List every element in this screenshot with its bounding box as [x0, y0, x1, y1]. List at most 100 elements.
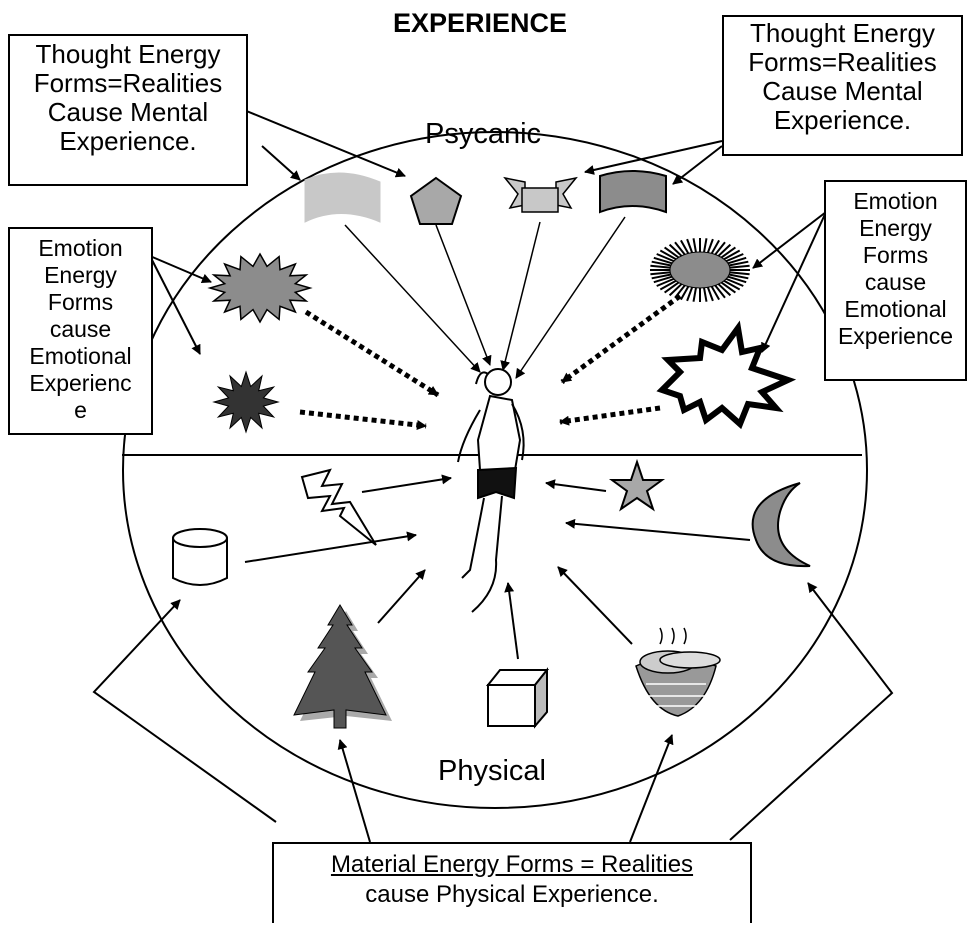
- box-line: Experienc: [29, 370, 132, 396]
- pentagon-icon: [409, 176, 463, 225]
- box-line: cause: [49, 316, 112, 342]
- sun-ray: [650, 264, 673, 269]
- tree-icon: [293, 604, 392, 729]
- box-line: Emotional: [844, 296, 947, 322]
- wave-flag-icon: [599, 170, 667, 214]
- lightning-icon: [300, 468, 377, 546]
- sun-ray: [716, 243, 732, 259]
- sun-ray: [651, 260, 674, 267]
- sun-ray: [680, 239, 691, 256]
- material-energy-box: Material Energy Forms = Realities cause …: [272, 842, 752, 923]
- box-line: Cause Mental: [47, 97, 209, 127]
- sun-burst-icon: [650, 238, 750, 302]
- box-line: Forms: [862, 242, 929, 268]
- sun-ray: [651, 273, 674, 280]
- sun-ray: [692, 238, 698, 255]
- material-arrows: [92, 582, 894, 843]
- sun-ray: [709, 284, 720, 301]
- sun-ray: [653, 275, 675, 284]
- starburst-icon: [207, 252, 313, 324]
- box-line: Cause Mental: [762, 76, 923, 106]
- thought-energy-box-right: Thought Energy Forms=Realities Cause Men…: [722, 15, 963, 156]
- bread-basket-icon: [635, 627, 721, 717]
- sun-ray: [721, 249, 741, 262]
- runner-icon: [457, 368, 525, 613]
- box-line: cause: [864, 269, 927, 295]
- sun-ray: [723, 253, 744, 263]
- sun-ray: [664, 280, 681, 294]
- sun-ray: [650, 271, 673, 276]
- cylinder-icon: [172, 528, 228, 586]
- sun-ray: [726, 260, 749, 267]
- sun-ray: [674, 241, 687, 257]
- sun-ray: [664, 246, 681, 260]
- moon-icon: [751, 482, 811, 568]
- box-line: Thought Energy: [35, 39, 221, 69]
- sun-ray: [659, 249, 679, 262]
- explosion-icon: [656, 320, 797, 430]
- emotion-right-arrows: [752, 211, 827, 353]
- sun-ray: [659, 278, 679, 291]
- box-line: Emotion: [38, 235, 123, 261]
- physical-label: Physical: [438, 755, 546, 787]
- box-line: Experience.: [59, 126, 197, 156]
- sun-ray: [725, 275, 747, 284]
- sun-ray: [702, 238, 708, 255]
- sun-ray: [702, 285, 708, 302]
- sun-ray: [692, 285, 698, 302]
- flag-icon: [304, 172, 381, 223]
- star-icon: [608, 458, 666, 512]
- experience-circle: [122, 131, 868, 809]
- sun-ray: [725, 256, 747, 265]
- sun-ray: [719, 280, 736, 294]
- box-line: cause Physical Experience.: [365, 881, 659, 908]
- box-line: Forms: [47, 289, 114, 315]
- thought-left-arrows: [243, 109, 406, 181]
- diagram-title: EXPERIENCE: [392, 8, 568, 38]
- thought-energy-box-left: Thought Energy Forms=Realities Cause Men…: [8, 34, 248, 186]
- box-line: Material Energy Forms = Realities: [330, 851, 694, 878]
- sun-ray: [706, 238, 714, 255]
- box-line: e: [74, 397, 87, 423]
- sun-ray: [686, 285, 694, 302]
- sun-ray: [727, 264, 750, 269]
- sun-ray: [723, 277, 744, 287]
- sun-ray: [713, 241, 726, 257]
- sun-ray: [721, 278, 741, 291]
- emotion-left-arrows: [149, 255, 212, 355]
- emotion-energy-box-right: Emotion Energy Forms cause Emotional Exp…: [824, 180, 967, 381]
- box-line: Energy: [44, 262, 117, 288]
- sun-ray: [656, 253, 677, 263]
- thought-right-arrows: [584, 140, 723, 185]
- cube-icon: [485, 667, 550, 729]
- box-line: Energy: [859, 215, 932, 241]
- sun-ray: [680, 284, 691, 301]
- box-line: Forms=Realities: [33, 68, 223, 98]
- thought-to-runner-arrows: [344, 216, 626, 379]
- sun-ray: [716, 281, 732, 297]
- sun-ray: [653, 256, 675, 265]
- sun-ray: [727, 271, 750, 276]
- box-line: Thought Energy: [749, 18, 935, 48]
- box-line: Emotional: [29, 343, 132, 369]
- box-line: Forms=Realities: [748, 47, 937, 77]
- box-line: Experience: [837, 323, 954, 349]
- dark-starburst-icon: [212, 370, 280, 434]
- box-line: Experience.: [773, 105, 912, 135]
- sun-ray: [668, 281, 684, 297]
- sun-ray: [686, 238, 694, 255]
- banner-icon: [503, 176, 578, 213]
- psycanic-label: Psycanic: [425, 118, 542, 150]
- physical-to-runner-arrows: [244, 474, 751, 660]
- sun-ray: [706, 285, 714, 302]
- sun-core: [669, 251, 731, 289]
- sun-ray: [709, 239, 720, 256]
- sun-ray: [719, 246, 736, 260]
- sun-ray: [656, 277, 677, 287]
- emotion-to-runner-arrows: [299, 293, 682, 430]
- sun-ray: [668, 243, 684, 259]
- sun-ray: [674, 283, 687, 299]
- sun-ray: [726, 273, 749, 280]
